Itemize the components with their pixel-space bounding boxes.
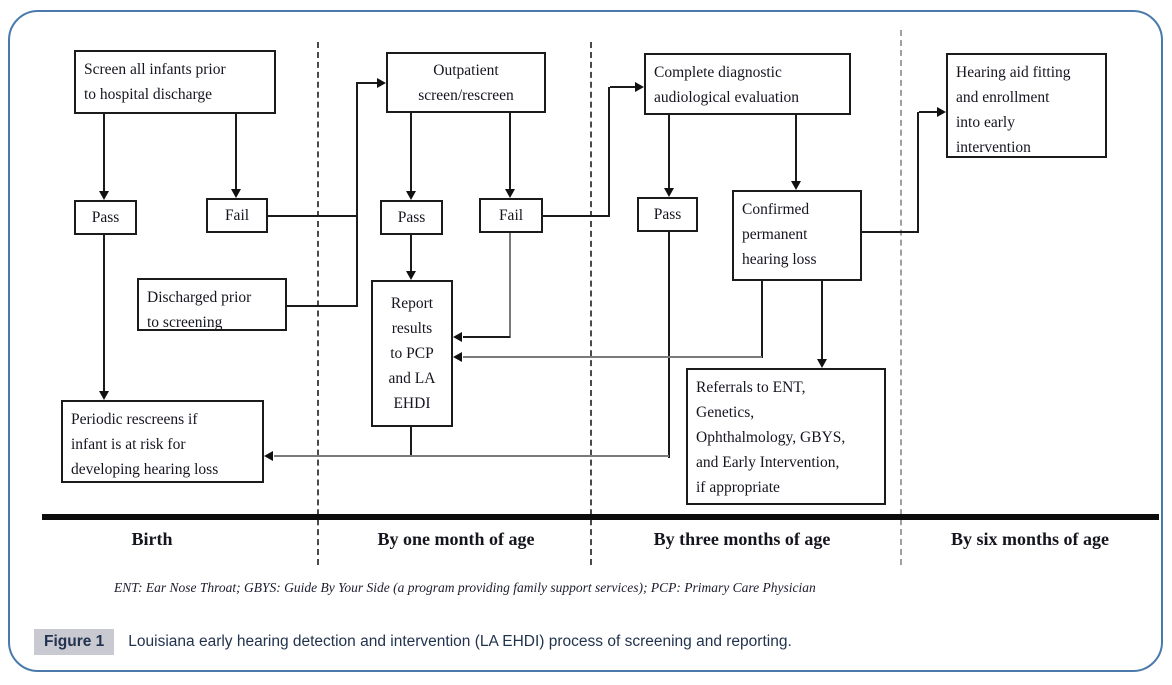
arrowhead-into-diagnostic xyxy=(635,82,644,92)
connector-into-hearing-aid xyxy=(919,111,938,113)
node-pass-three-months: Pass xyxy=(637,197,698,232)
connector-confirmed-down-left xyxy=(761,281,763,358)
arrowhead-to-periodic xyxy=(264,451,273,461)
arrowhead-outpatient-to-fail xyxy=(505,189,515,198)
connector-fail-up xyxy=(608,87,610,217)
connector-junction-vertical xyxy=(356,82,358,307)
node-discharged-prior: Discharged prior to screening xyxy=(137,278,287,331)
arrowhead-confirmed-to-referrals xyxy=(817,359,827,368)
connector-report-down xyxy=(410,427,412,457)
node-report-results: Report results to PCP and LA EHDI xyxy=(371,280,453,427)
figure-border xyxy=(8,10,1163,672)
connector-pass-to-report xyxy=(410,235,412,273)
node-pass-one-month: Pass xyxy=(380,200,443,235)
arrowhead-into-outpatient xyxy=(377,78,386,88)
timeline-label-birth: Birth xyxy=(131,529,173,549)
connector-outpatient-to-pass xyxy=(410,113,412,192)
connector-confirmed-up xyxy=(917,112,919,233)
arrowhead-fail-to-report xyxy=(453,332,462,342)
phase-divider-one-three-months xyxy=(590,42,592,565)
connector-fail-right xyxy=(543,215,610,217)
node-hearing-aid-fitting: Hearing aid fitting and enrollment into … xyxy=(946,53,1107,158)
figure-number-badge: Figure 1 xyxy=(34,629,115,655)
connector-diag-to-pass xyxy=(668,115,670,189)
timeline-axis xyxy=(42,514,1159,520)
arrowhead-diag-to-pass xyxy=(664,188,674,197)
connector-to-periodic xyxy=(274,455,669,457)
connector-discharged-right xyxy=(287,305,357,307)
node-confirmed-hearing-loss: Confirmed permanent hearing loss xyxy=(732,190,862,281)
connector-pass-to-periodic xyxy=(103,235,105,392)
connector-confirmed-to-referrals xyxy=(821,281,823,360)
connector-screen-to-fail xyxy=(235,113,237,190)
arrowhead-screen-to-fail xyxy=(231,189,241,198)
node-outpatient-screen: Outpatient screen/rescreen xyxy=(386,52,546,113)
arrowhead-pass-to-report xyxy=(406,271,416,280)
arrowhead-screen-to-pass xyxy=(99,191,109,200)
node-fail-one-month: Fail xyxy=(479,198,543,233)
node-complete-diagnostic: Complete diagnostic audiological evaluat… xyxy=(644,53,851,115)
connector-fail-birth-right xyxy=(267,215,358,217)
connector-screen-to-pass xyxy=(103,113,105,192)
node-periodic-rescreens: Periodic rescreens if infant is at risk … xyxy=(61,400,264,483)
timeline-label-six-months: By six months of age xyxy=(950,529,1110,549)
connector-pass-three-down xyxy=(668,232,670,458)
timeline-label-one-month: By one month of age xyxy=(377,529,535,549)
arrowhead-outpatient-to-pass xyxy=(406,191,416,200)
connector-fail-to-report xyxy=(463,336,510,338)
node-fail-birth: Fail xyxy=(206,198,268,233)
figure-caption: Figure 1 Louisiana early hearing detecti… xyxy=(34,629,792,655)
node-screen-all-infants: Screen all infants prior to hospital dis… xyxy=(74,50,276,114)
abbreviation-footnote: ENT: Ear Nose Throat; GBYS: Guide By You… xyxy=(114,580,816,595)
arrowhead-confirmed-to-report xyxy=(453,352,462,362)
phase-divider-birth-one-month xyxy=(317,42,319,565)
connector-fail-down xyxy=(509,233,511,338)
connector-diag-to-confirmed xyxy=(795,115,797,183)
connector-confirmed-to-report xyxy=(463,356,762,358)
figure-caption-text: Louisiana early hearing detection and in… xyxy=(128,633,792,650)
arrowhead-diag-to-confirmed xyxy=(791,181,801,190)
arrowhead-pass-to-periodic xyxy=(99,391,109,400)
phase-divider-three-six-months xyxy=(900,30,902,565)
timeline-label-three-months: By three months of age xyxy=(653,529,831,549)
connector-outpatient-to-fail xyxy=(509,113,511,190)
connector-into-diagnostic xyxy=(610,86,636,88)
arrowhead-into-hearing-aid xyxy=(937,107,946,117)
node-pass-birth: Pass xyxy=(74,200,137,235)
connector-confirmed-right xyxy=(862,231,919,233)
node-referrals: Referrals to ENT, Genetics, Ophthalmolog… xyxy=(686,368,886,505)
connector-into-outpatient xyxy=(358,82,378,84)
